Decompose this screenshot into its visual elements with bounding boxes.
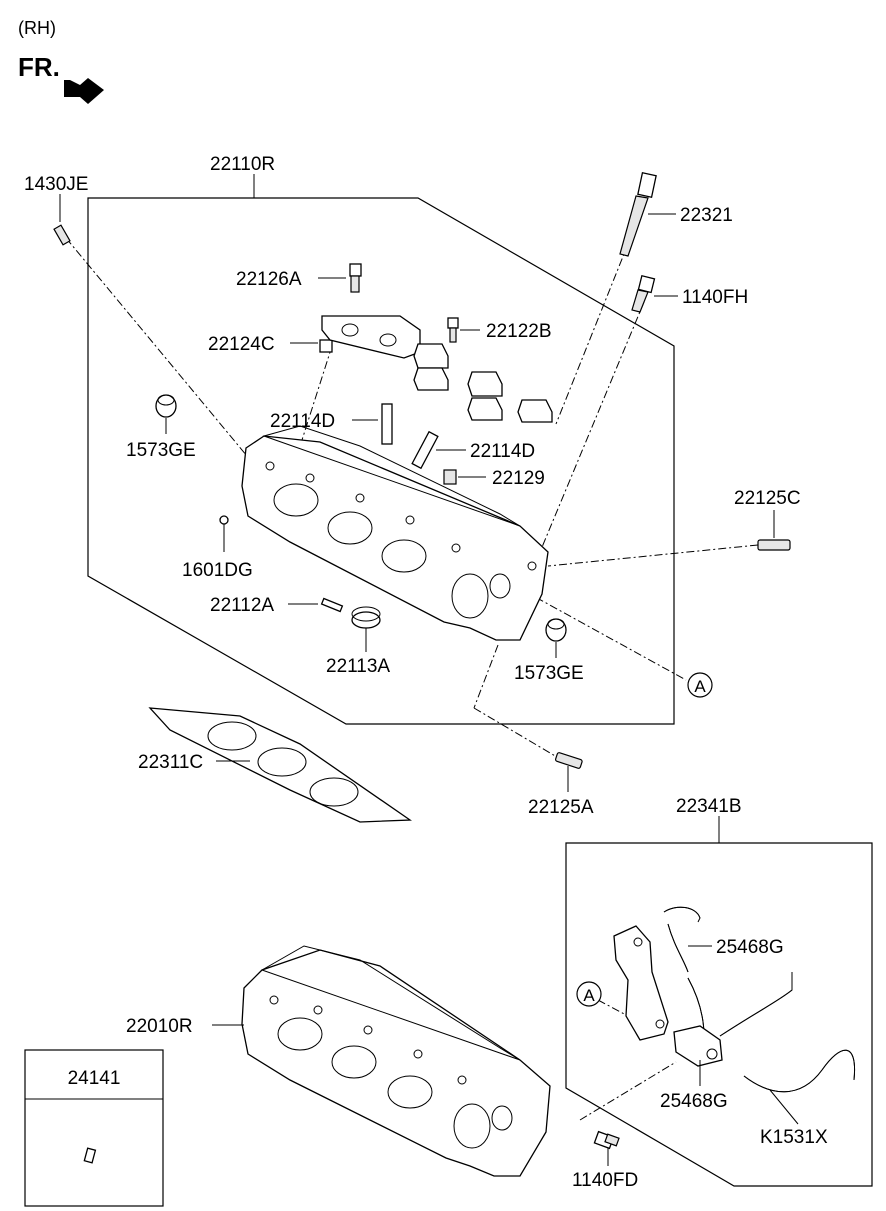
bolt-1140fd-icon — [593, 1130, 620, 1150]
camshaft-bearing-cap-front-icon — [321, 315, 421, 359]
valve-guide-right-icon — [411, 430, 439, 470]
plug-1573ge-top-icon — [155, 394, 177, 418]
stud-22125a-icon — [555, 752, 583, 769]
plug-1601dg-icon — [219, 515, 229, 525]
bolt-22126a-icon — [349, 263, 362, 293]
pin-1430je-icon — [53, 224, 71, 246]
cylinder-head-assembly-box — [87, 197, 675, 725]
hose-k1531x-icon — [719, 972, 856, 1093]
head-gasket-icon — [148, 707, 412, 823]
label-22125c: 22125C — [734, 488, 801, 509]
bracket-icon — [613, 925, 669, 1041]
dowel-22124c-icon — [319, 339, 333, 353]
label-22124c: 22124C — [208, 334, 275, 355]
label-25468g-top: 25468G — [716, 937, 784, 958]
label-1140fd: 1140FD — [572, 1170, 638, 1191]
legend-box — [24, 1049, 164, 1207]
label-22110r: 22110R — [210, 154, 275, 175]
callout-a-sub: A — [576, 981, 602, 1007]
label-k1531x: K1531X — [760, 1127, 828, 1148]
stud-22125c-icon — [757, 539, 791, 551]
label-22122b: 22122B — [486, 321, 552, 342]
head-bolt-22321-icon — [619, 172, 657, 257]
legend-part-number: 24141 — [68, 1068, 121, 1089]
label-22112a: 22112A — [210, 595, 274, 616]
seal-22113a-icon — [351, 606, 381, 629]
filter-22129-icon — [443, 469, 457, 485]
bolt-1140fh-icon — [631, 274, 656, 313]
label-22126a: 22126A — [236, 269, 302, 290]
valve-guide-left-icon — [381, 403, 393, 445]
front-arrow-icon — [64, 78, 104, 104]
svg-text:A: A — [583, 986, 595, 1005]
hose-upper-25468g-icon — [663, 906, 705, 1037]
side-indicator: (RH) — [18, 18, 56, 38]
hose-assembly-box — [565, 842, 873, 1187]
camshaft-caps-icon — [413, 343, 553, 423]
svg-text:A: A — [694, 677, 706, 696]
cylinder-head-upper-icon — [241, 425, 549, 641]
plug-1573ge-bottom-icon — [545, 618, 567, 642]
label-22114d-right: 22114D — [470, 441, 535, 462]
label-1601dg: 1601DG — [182, 560, 253, 581]
label-22129: 22129 — [492, 468, 545, 489]
hose-fitting-25468g-icon — [673, 1025, 723, 1067]
label-22321: 22321 — [680, 205, 733, 226]
label-22010r: 22010R — [126, 1016, 193, 1037]
front-direction-label: FR. — [18, 52, 60, 82]
label-22113a: 22113A — [326, 656, 390, 677]
label-1430je: 1430JE — [24, 174, 88, 195]
label-1573ge-bottom: 1573GE — [514, 663, 584, 684]
label-22311c: 22311C — [138, 752, 203, 773]
label-25468g-bottom: 25468G — [660, 1091, 728, 1112]
pin-22112a-icon — [320, 597, 344, 613]
label-1140fh: 1140FH — [682, 287, 748, 308]
callout-a-main: A — [687, 672, 713, 698]
label-1573ge-top: 1573GE — [126, 440, 196, 461]
legend-part-icon — [83, 1147, 97, 1164]
label-22341b: 22341B — [676, 796, 742, 817]
label-22125a: 22125A — [528, 797, 594, 818]
cylinder-head-lower-icon — [241, 945, 551, 1177]
bolt-22122b-icon — [447, 317, 459, 343]
label-22114d-left: 22114D — [270, 411, 335, 432]
